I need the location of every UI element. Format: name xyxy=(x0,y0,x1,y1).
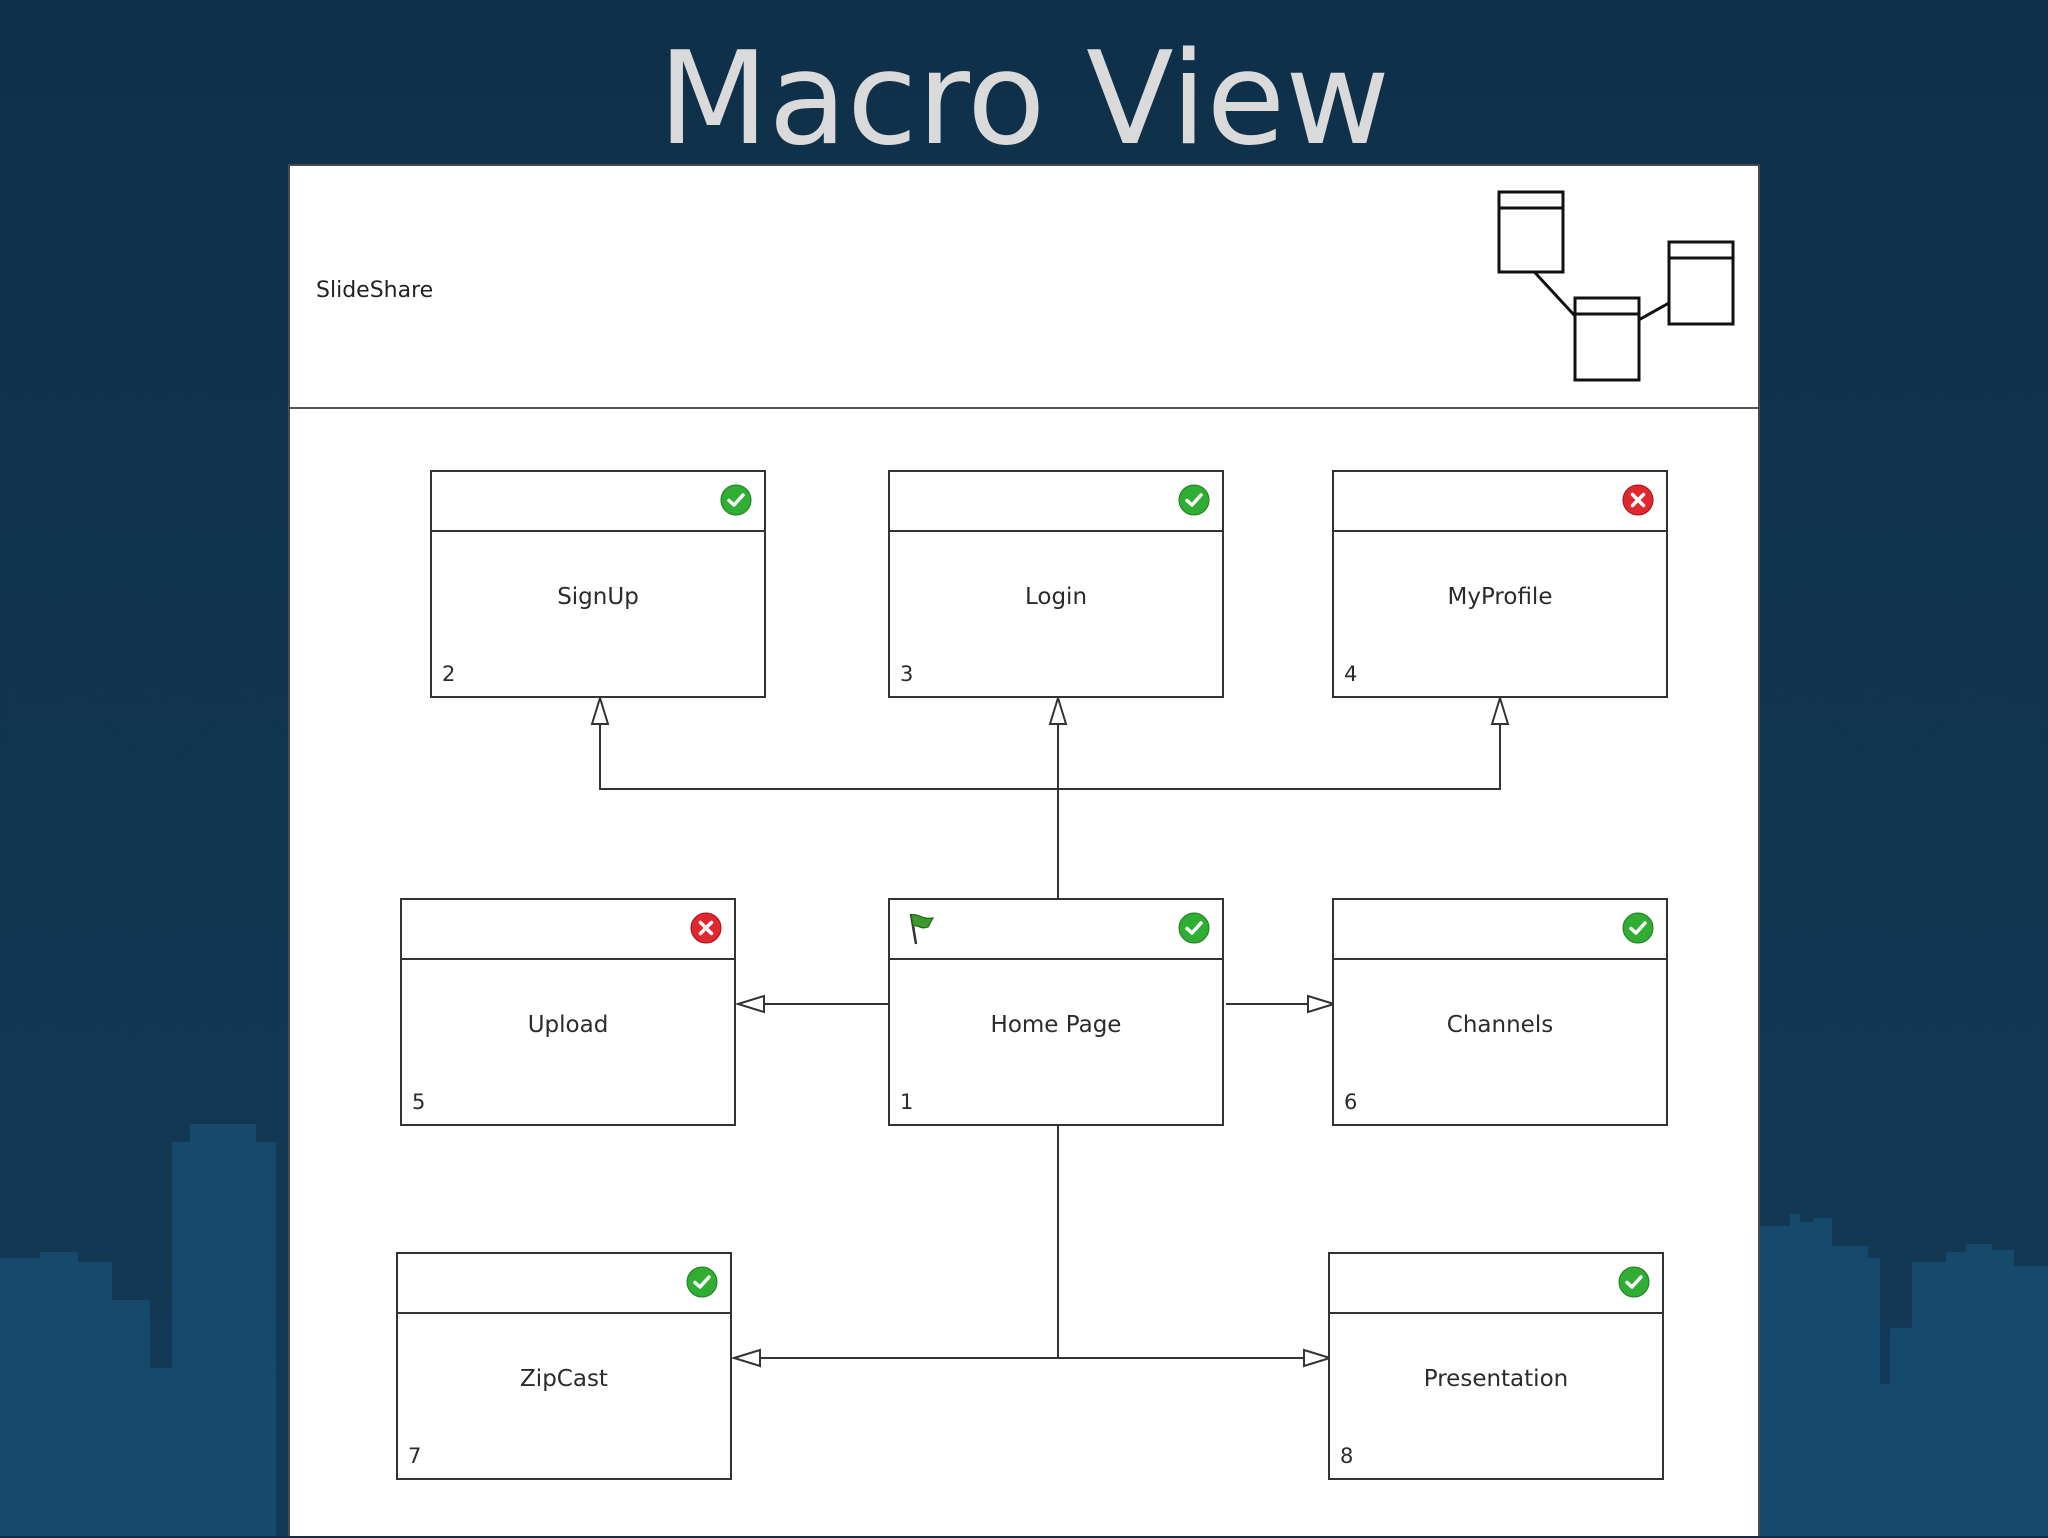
card-header xyxy=(402,900,734,960)
start-flag-icon xyxy=(909,913,935,945)
card-header xyxy=(890,472,1222,532)
page-card-home[interactable]: Home Page 1 xyxy=(888,898,1224,1126)
card-header xyxy=(890,900,1222,960)
page-label: Upload xyxy=(527,1012,609,1038)
card-header xyxy=(1334,472,1666,532)
page-number: 2 xyxy=(442,662,456,686)
error-x-icon xyxy=(1622,484,1654,516)
page-card-signup[interactable]: SignUp 2 xyxy=(430,470,766,698)
check-icon xyxy=(1618,1266,1650,1298)
sitemap-canvas: SlideShare xyxy=(288,164,1760,1536)
page-number: 3 xyxy=(900,662,914,686)
diagram-header: SlideShare xyxy=(290,166,1758,409)
page-card-channels[interactable]: Channels 6 xyxy=(1332,898,1668,1126)
check-icon xyxy=(1178,912,1210,944)
page-label: Channels xyxy=(1446,1012,1554,1038)
page-card-login[interactable]: Login 3 xyxy=(888,470,1224,698)
error-x-icon xyxy=(690,912,722,944)
page-number: 8 xyxy=(1340,1444,1354,1468)
card-header xyxy=(432,472,764,532)
check-icon xyxy=(686,1266,718,1298)
page-number: 1 xyxy=(900,1090,914,1114)
card-header xyxy=(1330,1254,1662,1314)
page-label: Presentation xyxy=(1423,1366,1569,1392)
sitemap-icon xyxy=(1497,190,1735,382)
page-label: Home Page xyxy=(990,1012,1122,1038)
check-icon xyxy=(1178,484,1210,516)
check-icon xyxy=(1622,912,1654,944)
page-label: SignUp xyxy=(557,584,639,610)
card-header xyxy=(398,1254,730,1314)
page-label: Login xyxy=(1024,584,1088,610)
card-header xyxy=(1334,900,1666,960)
page-label: MyProfile xyxy=(1447,584,1553,610)
page-card-upload[interactable]: Upload 5 xyxy=(400,898,736,1126)
page-card-zipcast[interactable]: ZipCast 7 xyxy=(396,1252,732,1480)
page-number: 7 xyxy=(408,1444,422,1468)
page-label: ZipCast xyxy=(520,1366,608,1392)
connector-lines xyxy=(590,694,1510,1368)
slide-title: Macro View xyxy=(658,25,1390,174)
page-card-myprofile[interactable]: MyProfile 4 xyxy=(1332,470,1668,698)
check-icon xyxy=(720,484,752,516)
page-card-presentation[interactable]: Presentation 8 xyxy=(1328,1252,1664,1480)
page-number: 4 xyxy=(1344,662,1358,686)
project-name: SlideShare xyxy=(316,278,434,303)
page-number: 5 xyxy=(412,1090,426,1114)
page-number: 6 xyxy=(1344,1090,1358,1114)
